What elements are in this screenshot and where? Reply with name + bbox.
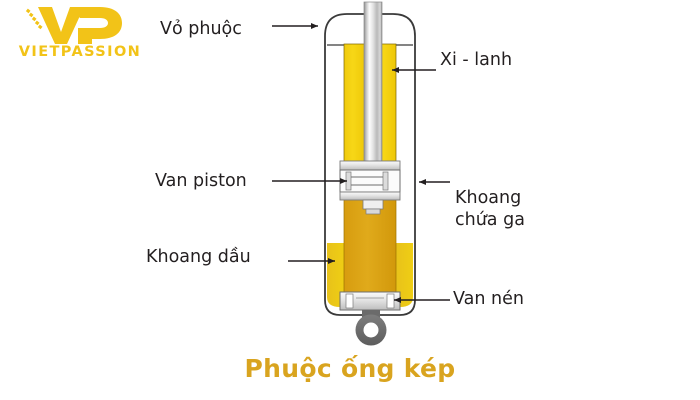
leader-lines [272,23,450,303]
compression-valve [339,291,401,311]
label-khoang-dau: Khoang dầu [146,247,251,267]
figure-caption: Phuộc ống kép [244,354,456,383]
piston-valve [339,160,401,215]
label-van-piston: Van piston [155,171,247,191]
oil-chamber-reservoir [327,243,413,307]
label-xi-lanh: Xi - lanh [440,50,513,70]
logo-wordmark: VIETPASSION [18,44,142,60]
label-khoang-chua-ga-line1: Khoang [455,188,522,208]
label-vo-phuoc: Vỏ phuộc [160,19,242,39]
label-van-nen: Van nén [453,289,524,309]
oil-chamber [343,195,397,293]
label-khoang-chua-ga-line2: chứa ga [455,210,525,231]
mounting-eye [355,310,387,346]
label-khoang-chua-ga: Khoang chứa ga [455,187,575,232]
outer-shell [324,13,416,316]
vietpassion-logo: VIETPASSION [14,4,144,66]
piston-rod [363,1,383,166]
vp-monogram-icon [25,7,122,44]
cylinder-tube [343,43,397,165]
gas-chamber [327,40,413,190]
